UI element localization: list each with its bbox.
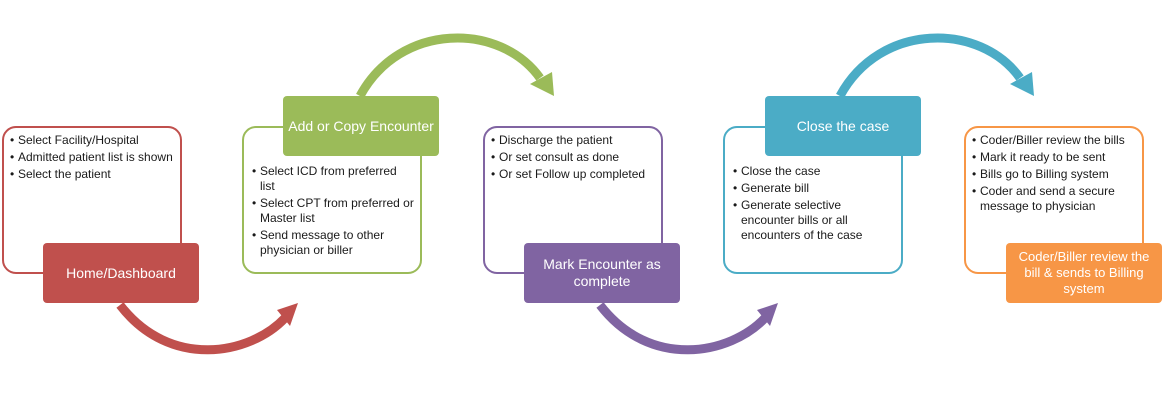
step2-item: •Send message to other physician or bill… <box>252 228 385 257</box>
arrow-step1-to-step2 <box>116 302 289 355</box>
step1-label: Home/Dashboard <box>43 243 199 303</box>
arrow-head-green <box>530 72 554 96</box>
step5-item: •Coder and send a secure message to phys… <box>972 184 1115 213</box>
step3-item: •Discharge the patient <box>491 133 613 147</box>
step2-item: •Select ICD from preferred list <box>252 164 397 193</box>
arrow-step2-to-step3 <box>356 33 544 99</box>
step3-item: •Or set Follow up completed <box>491 167 646 181</box>
step2-label: Add or Copy Encounter <box>283 96 439 156</box>
step4-item: •Generate selective encounter bills or a… <box>733 198 863 242</box>
step2-item: •Select CPT from preferred or Master lis… <box>252 196 414 225</box>
step5-item: •Mark it ready to be sent <box>972 150 1106 164</box>
step4-item: •Close the case <box>733 164 821 178</box>
arrow-step3-to-step4 <box>596 302 769 355</box>
step1-item: •Select Facility/Hospital <box>10 133 139 147</box>
step5-label: Coder/Biller review the bill & sends to … <box>1006 243 1162 303</box>
step1-item: •Admitted patient list is shown <box>10 150 173 164</box>
step5-item: •Coder/Biller review the bills <box>972 133 1125 147</box>
arrow-step4-to-step5 <box>836 33 1024 99</box>
arrow-head-blue <box>1010 72 1034 96</box>
step4-item: •Generate bill <box>733 181 810 195</box>
step1-item: •Select the patient <box>10 167 111 181</box>
step4-label: Close the case <box>765 96 921 156</box>
step3-item: •Or set consult as done <box>491 150 620 164</box>
arrow-head-purple <box>757 303 778 326</box>
step5-item: •Bills go to Billing system <box>972 167 1109 181</box>
arrow-head-red <box>277 303 298 326</box>
step3-label: Mark Encounter as complete <box>524 243 680 303</box>
